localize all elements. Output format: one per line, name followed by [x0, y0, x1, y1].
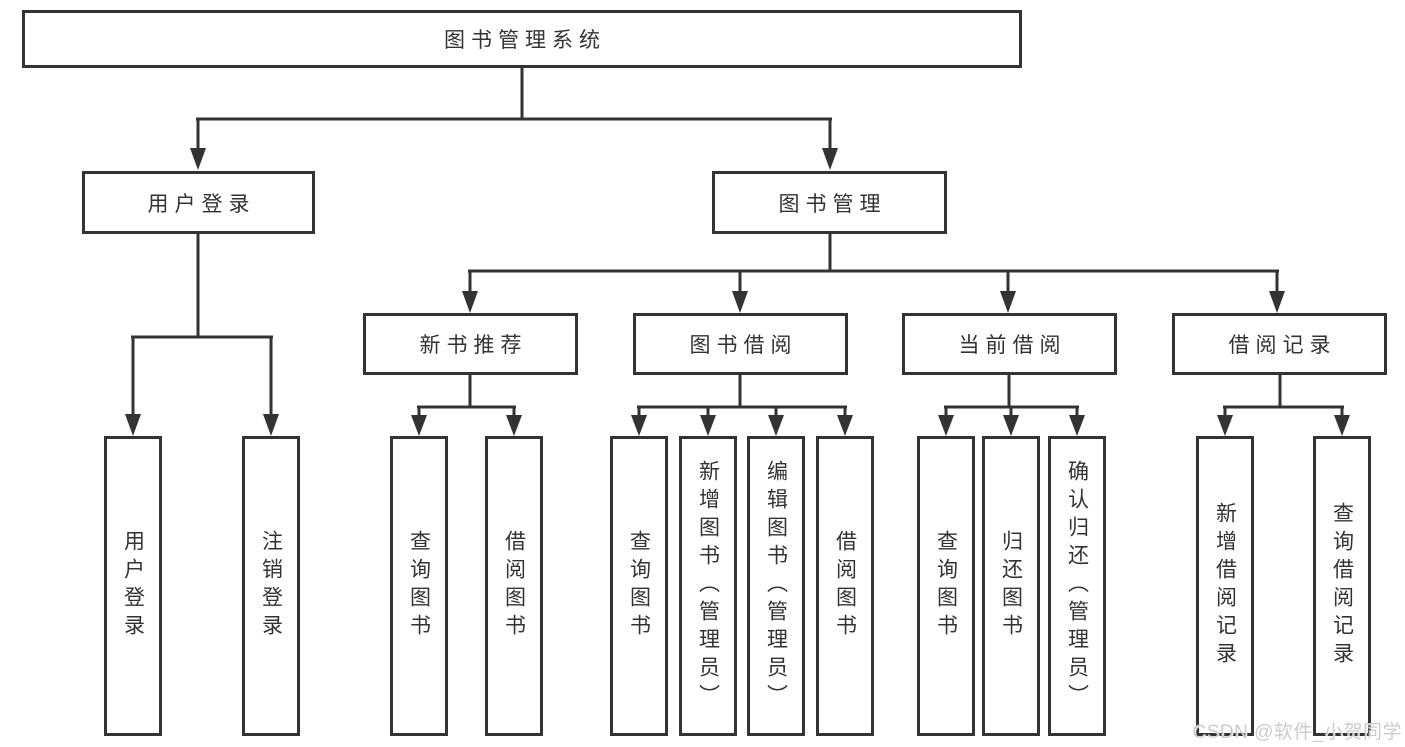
leaf-return-books: 归还图书 — [982, 436, 1040, 736]
leaf-logout-label: 注销登录 — [259, 530, 283, 642]
node-borrowing-records-label: 借阅记录 — [1228, 334, 1337, 357]
node-book-management-label: 图书管理 — [778, 192, 887, 216]
arrowheads — [125, 148, 1350, 436]
leaf-edit-books-admin-label: 编辑图书（管理员） — [764, 460, 788, 712]
leaf-confirm-return-admin-label: 确认归还（管理员） — [1065, 460, 1089, 712]
leaf-query-books-current-label: 查询图书 — [934, 530, 958, 642]
node-borrowing-records: 借阅记录 — [1172, 313, 1387, 375]
leaf-query-borrow-record: 查询借阅记录 — [1313, 436, 1371, 736]
csdn-watermark: CSDN @软件_小贺同学 — [1192, 722, 1402, 743]
leaf-add-books-admin: 新增图书（管理员） — [679, 436, 737, 736]
leaf-borrow-books-recommend-label: 借阅图书 — [502, 530, 526, 642]
leaf-logout: 注销登录 — [242, 436, 300, 736]
node-new-book-recommendation: 新书推荐 — [363, 313, 578, 375]
leaf-user-login: 用户登录 — [104, 436, 162, 736]
leaf-query-borrow-record-label: 查询借阅记录 — [1330, 502, 1354, 670]
node-current-borrowing: 当前借阅 — [902, 313, 1117, 375]
leaf-query-books-borrowing-label: 查询图书 — [627, 530, 651, 642]
node-new-book-recommendation-label: 新书推荐 — [419, 334, 528, 357]
leaf-add-borrow-record-label: 新增借阅记录 — [1213, 502, 1237, 670]
leaf-borrow-books-recommend: 借阅图书 — [485, 436, 543, 736]
leaf-return-books-label: 归还图书 — [999, 530, 1023, 642]
leaf-confirm-return-admin: 确认归还（管理员） — [1048, 436, 1106, 736]
node-book-borrowing-label: 图书借阅 — [689, 334, 798, 357]
leaf-add-borrow-record: 新增借阅记录 — [1196, 436, 1254, 736]
leaf-edit-books-admin: 编辑图书（管理员） — [747, 436, 805, 736]
node-current-borrowing-label: 当前借阅 — [958, 334, 1067, 357]
leaf-query-books-borrowing: 查询图书 — [610, 436, 668, 736]
leaf-query-books-recommend: 查询图书 — [390, 436, 448, 736]
leaf-add-books-admin-label: 新增图书（管理员） — [696, 460, 720, 712]
node-user-login: 用户登录 — [82, 171, 315, 234]
node-root: 图书管理系统 — [22, 10, 1022, 68]
leaf-borrow-books-borrowing-label: 借阅图书 — [833, 530, 857, 642]
node-user-login-label: 用户登录 — [147, 192, 256, 216]
leaf-borrow-books-borrowing: 借阅图书 — [816, 436, 874, 736]
leaf-query-books-recommend-label: 查询图书 — [407, 530, 431, 642]
node-book-borrowing: 图书借阅 — [633, 313, 848, 375]
node-root-label: 图书管理系统 — [444, 29, 606, 52]
leaf-query-books-current: 查询图书 — [917, 436, 975, 736]
node-book-management: 图书管理 — [712, 171, 947, 234]
leaf-user-login-label: 用户登录 — [121, 530, 145, 642]
